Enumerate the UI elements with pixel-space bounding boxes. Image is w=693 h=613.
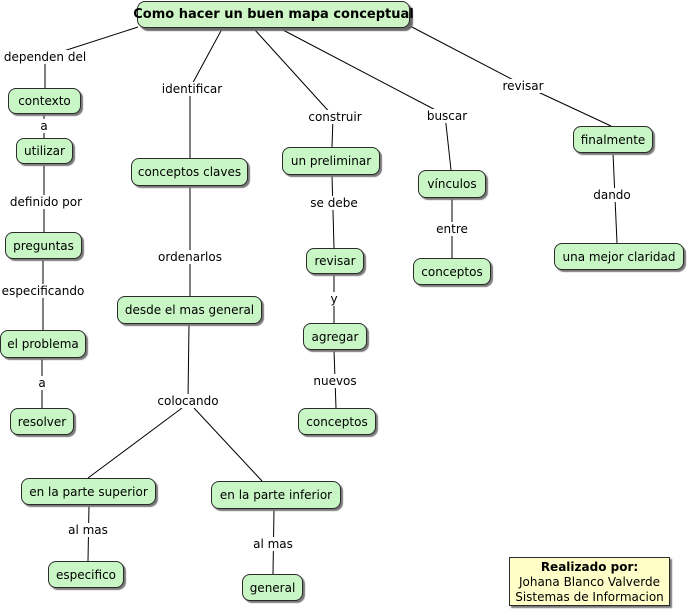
link-label-especificando: especificando bbox=[0, 284, 87, 298]
link-label-nuevos: nuevos bbox=[311, 374, 359, 388]
concept-desde-el-mas-general: desde el mas general bbox=[117, 296, 262, 324]
link-label-dando: dando bbox=[591, 188, 633, 202]
concept-una-mejor-claridad: una mejor claridad bbox=[554, 243, 684, 270]
link-label-ordenarlos: ordenarlos bbox=[156, 250, 224, 264]
concept-finalmente: finalmente bbox=[573, 126, 653, 153]
concept-preguntas: preguntas bbox=[5, 232, 82, 259]
concept-en-la-parte-inferior: en la parte inferior bbox=[211, 481, 341, 509]
credits-program: Sistemas de Informacion bbox=[515, 590, 664, 604]
concept-resolver: resolver bbox=[10, 408, 74, 435]
link-label-al-mas: al mas bbox=[251, 537, 295, 551]
concept-el-problema: el problema bbox=[0, 330, 86, 358]
link-label-definido-por: definido por bbox=[7, 195, 85, 209]
concept-conceptos-claves: conceptos claves bbox=[131, 158, 248, 186]
link-label-entre: entre bbox=[434, 222, 470, 236]
link-label-revisar: revisar bbox=[500, 79, 546, 93]
concept-conceptos: conceptos bbox=[298, 408, 376, 435]
link-label-a: a bbox=[36, 376, 48, 390]
main-topic: Como hacer un buen mapa conceptual bbox=[133, 1, 414, 28]
concept-general: general bbox=[242, 574, 303, 601]
concept-vinculos: vínculos bbox=[418, 170, 486, 198]
concept-un-preliminar: un preliminar bbox=[282, 147, 380, 175]
credits-title: Realizado por: bbox=[540, 560, 639, 574]
concept-agregar: agregar bbox=[303, 323, 367, 350]
concept-especifico: especifico bbox=[48, 561, 124, 588]
concept-conceptos: conceptos bbox=[413, 258, 491, 285]
concept-contexto: contexto bbox=[8, 88, 81, 114]
link-label-al-mas: al mas bbox=[66, 523, 110, 537]
concept-revisar: revisar bbox=[306, 248, 364, 274]
link-label-y: y bbox=[328, 292, 340, 306]
credits-box: Realizado por: Johana Blanco Valverde Si… bbox=[509, 557, 670, 606]
concept-utilizar: utilizar bbox=[16, 138, 73, 164]
link-label-se-debe: se debe bbox=[308, 196, 360, 210]
link-label-a: a bbox=[38, 119, 50, 133]
link-label-identificar: identificar bbox=[159, 82, 225, 96]
link-label-buscar: buscar bbox=[424, 109, 470, 123]
link-label-construir: construir bbox=[306, 110, 364, 124]
link-label-dependen-del: dependen del bbox=[1, 50, 89, 64]
credits-author: Johana Blanco Valverde bbox=[518, 575, 661, 589]
concept-en-la-parte-superior: en la parte superior bbox=[21, 478, 156, 505]
link-label-colocando: colocando bbox=[155, 394, 221, 408]
